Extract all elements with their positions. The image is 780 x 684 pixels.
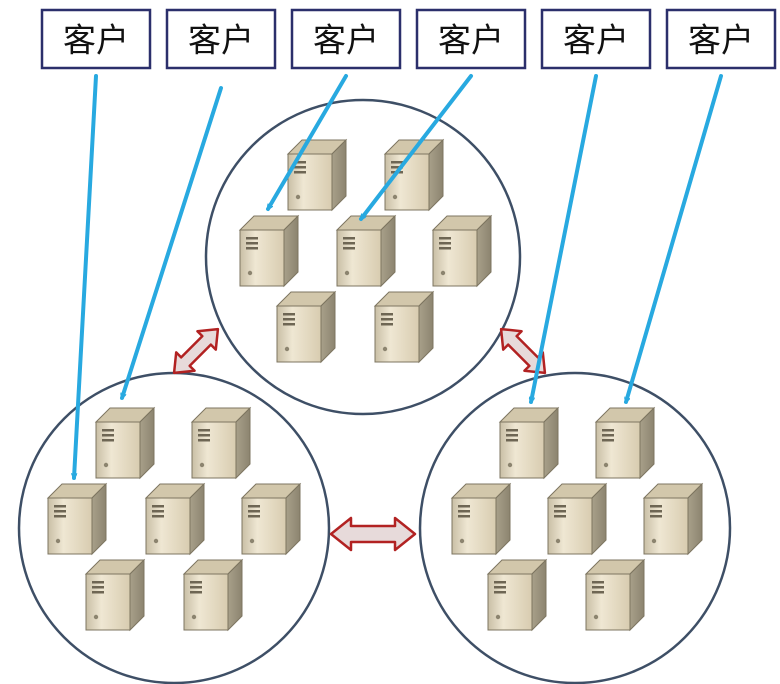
clients: 客户 客户 客户 客户 客户 客户: [40, 8, 777, 70]
server-icon: [336, 215, 396, 287]
request-line-1: [74, 74, 98, 480]
request-lines: [74, 74, 723, 480]
client-label: 客户: [438, 21, 504, 60]
server-icon: [85, 559, 145, 631]
server-icon: [241, 483, 301, 555]
client-label: 客户: [563, 21, 629, 60]
server-icon: [451, 483, 511, 555]
request-line-6: [626, 74, 723, 404]
server-icon: [276, 291, 336, 363]
client-label: 客户: [313, 21, 379, 60]
server-icon: [432, 215, 492, 287]
server-icon: [287, 139, 347, 211]
client-box: 客户: [290, 8, 402, 70]
client-box: 客户: [415, 8, 527, 70]
server-icon: [487, 559, 547, 631]
request-line-3: [266, 74, 348, 209]
sync-arrows: [172, 327, 547, 552]
server-icon: [239, 215, 299, 287]
server-icon: [643, 483, 703, 555]
request-line-4: [359, 74, 473, 221]
client-label: 客户: [688, 21, 754, 60]
server-icon: [183, 559, 243, 631]
server-icon: [374, 291, 434, 363]
client-box: 客户: [165, 8, 277, 70]
server-icon: [145, 483, 205, 555]
request-line-2: [120, 86, 223, 400]
client-box: 客户: [40, 8, 152, 70]
client-box: 客户: [665, 8, 777, 70]
client-label: 客户: [188, 21, 254, 60]
sync-arrow-right: [499, 327, 547, 375]
server-icon: [47, 483, 107, 555]
request-line-5: [531, 74, 598, 404]
client-box: 客户: [540, 8, 652, 70]
server-icon: [585, 559, 645, 631]
client-label: 客户: [63, 21, 129, 60]
sync-arrow-bottom: [329, 516, 417, 552]
server-icon: [499, 407, 559, 479]
server-icon: [595, 407, 655, 479]
sync-arrow-left: [172, 327, 220, 375]
server-icon: [95, 407, 155, 479]
server-icon: [191, 407, 251, 479]
server-icon: [547, 483, 607, 555]
